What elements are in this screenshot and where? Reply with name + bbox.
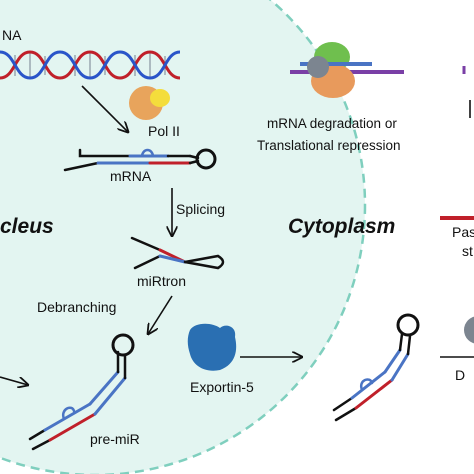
splicing-label: Splicing [176, 201, 225, 217]
mrna-degradation-line1: mRNA degradation or [267, 116, 397, 131]
dna-label: NA [2, 27, 22, 43]
passenger-label-line2: st [462, 243, 473, 259]
cytoplasmic-pre-mir-hairpin [332, 313, 420, 422]
right-edge-letter: D [455, 367, 465, 383]
pre-mir-hairpin [28, 333, 135, 451]
exportin-5-icon [187, 323, 237, 371]
dna-helix [0, 50, 181, 80]
dna-strand-blue [0, 50, 181, 80]
exportin-5-label: Exportin-5 [190, 379, 254, 395]
arrow-debranching [148, 295, 173, 334]
dicer-fragment [464, 316, 474, 344]
pol-ii-label: Pol II [148, 123, 180, 139]
dna-strand-red [0, 50, 181, 80]
debranching-label: Debranching [37, 299, 116, 315]
mrna-degradation-line2: Translational repression [257, 138, 401, 153]
mirtron-structure [130, 236, 225, 270]
pol-ii-icon [129, 86, 170, 120]
passenger-label-line1: Pas [452, 224, 474, 240]
mrna-hairpin [63, 148, 217, 172]
pre-mir-label: pre-miR [90, 431, 140, 447]
mrna-label: mRNA [110, 168, 152, 184]
nucleus-label: cleus [0, 215, 54, 238]
mirtron-label: miRtron [137, 273, 186, 289]
nucleus-region [0, 0, 367, 474]
arrow-transcription [81, 85, 128, 132]
cytoplasm-label: Cytoplasm [288, 215, 395, 238]
arrow-to-premir [0, 376, 28, 385]
risc-mrna-complex [290, 42, 404, 98]
